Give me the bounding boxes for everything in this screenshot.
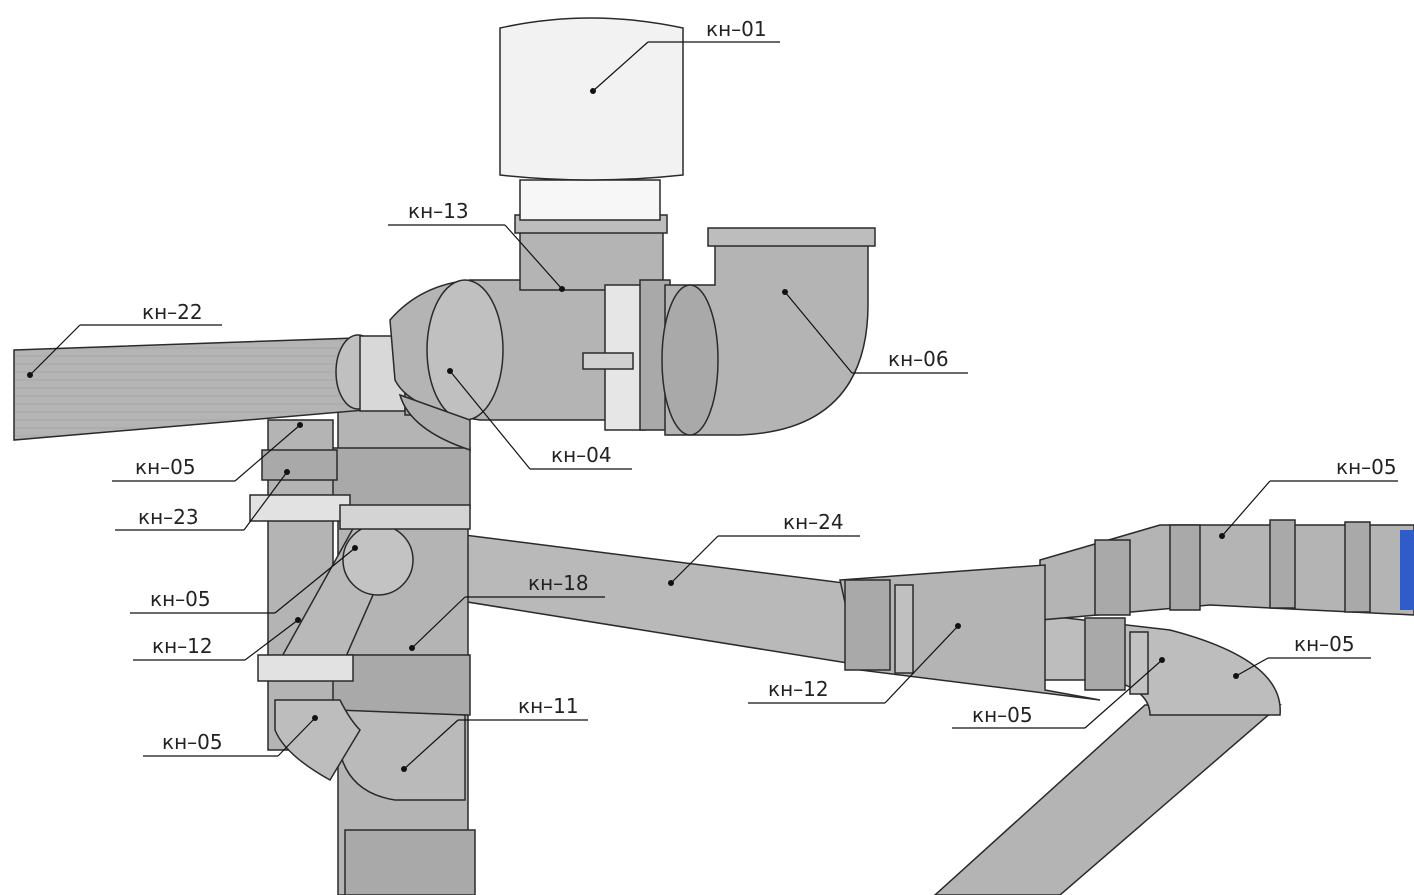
label-kn23: кн–23 bbox=[138, 505, 199, 529]
callout-kn23: кн–23 bbox=[115, 469, 290, 531]
elbow-left-lower bbox=[274, 699, 361, 782]
callout-kn18: кн–18 bbox=[409, 571, 605, 651]
label-kn24: кн–24 bbox=[783, 510, 844, 534]
clamp-lower-left bbox=[257, 654, 354, 682]
callout-kn13: кн–13 bbox=[388, 199, 565, 292]
callout-kn05-left-low: кн–05 bbox=[143, 715, 318, 757]
pipe-right-diagonal bbox=[933, 704, 1283, 895]
label-kn06: кн–06 bbox=[888, 347, 949, 371]
elbow-right-lower bbox=[1039, 614, 1281, 716]
callout-kn05-left-mid: кн–05 bbox=[130, 545, 358, 614]
callout-kn04: кн–04 bbox=[447, 368, 632, 470]
label-kn05-right-low: кн–05 bbox=[972, 703, 1033, 727]
label-kn18: кн–18 bbox=[528, 571, 589, 595]
callout-kn05-left-top: кн–05 bbox=[112, 422, 303, 482]
label-kn05-left-top: кн–05 bbox=[135, 455, 196, 479]
coupling-right-lower bbox=[1084, 617, 1126, 691]
label-kn05-left-mid: кн–05 bbox=[150, 587, 211, 611]
callout-kn05-right-low: кн–05 bbox=[952, 657, 1165, 729]
label-kn13: кн–13 bbox=[408, 199, 469, 223]
callout-kn05-right-top: кн–05 bbox=[1219, 455, 1398, 539]
pipe-drawing bbox=[13, 17, 1414, 895]
cap-kn01 bbox=[499, 17, 684, 181]
callout-kn24: кн–24 bbox=[668, 510, 860, 586]
label-kn05-left-low: кн–05 bbox=[162, 730, 223, 754]
seal-right-end bbox=[1400, 530, 1414, 610]
label-kn04: кн–04 bbox=[551, 443, 612, 467]
label-kn12-left: кн–12 bbox=[152, 634, 213, 658]
label-kn12-right: кн–12 bbox=[768, 677, 829, 701]
coupling-kn24-right bbox=[844, 579, 891, 671]
tee-main-kn04 bbox=[389, 279, 621, 421]
coupling-center-low bbox=[344, 829, 476, 895]
label-kn01: кн–01 bbox=[706, 17, 767, 41]
label-kn11: кн–11 bbox=[518, 694, 579, 718]
socket-kn13 bbox=[519, 224, 664, 291]
callout-kn01: кн–01 bbox=[590, 17, 780, 94]
callout-kn22: кн–22 bbox=[27, 300, 222, 378]
callout-kn11: кн–11 bbox=[401, 694, 588, 772]
label-kn22: кн–22 bbox=[142, 300, 203, 324]
label-kn05-right-mid: кн–05 bbox=[1294, 632, 1355, 656]
callout-kn12-left: кн–12 bbox=[133, 617, 301, 661]
callout-kn06: кн–06 bbox=[782, 289, 968, 374]
clamp-kn23 bbox=[249, 494, 351, 522]
callouts: кн–01 кн–13 кн–22 кн–06 кн–0 bbox=[27, 17, 1398, 772]
coupling-center-top bbox=[329, 447, 471, 509]
callout-kn12-right: кн–12 bbox=[748, 623, 961, 704]
callout-kn05-right-mid: кн–05 bbox=[1233, 632, 1371, 679]
label-kn05-right-top: кн–05 bbox=[1336, 455, 1397, 479]
